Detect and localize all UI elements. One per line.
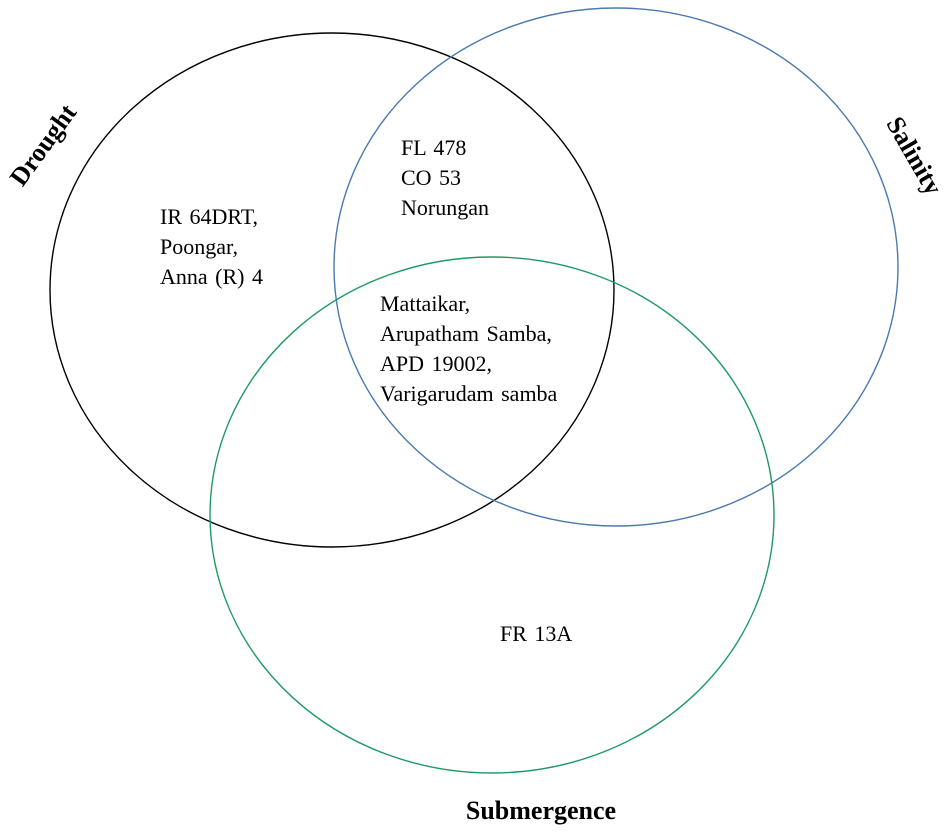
region-line: Arupatham Samba, (380, 321, 552, 346)
region-line: FR 13A (500, 621, 572, 646)
region-line: Norungan (401, 195, 489, 220)
region-line: FL 478 (401, 135, 466, 160)
region-line: Anna (R) 4 (160, 264, 263, 289)
salinity-label: Salinity (880, 112, 945, 200)
region-submergence-only: FR 13A (500, 621, 572, 646)
region-line: Poongar, (160, 234, 238, 259)
salinity-circle (333, 7, 899, 527)
region-line: IR 64DRT, (160, 204, 258, 229)
region-drought-salinity: FL 478 CO 53 Norungan (401, 135, 489, 220)
region-all-three: Mattaikar, Arupatham Samba, APD 19002, V… (380, 291, 559, 406)
region-line: Mattaikar, (380, 291, 470, 316)
region-line: APD 19002, (380, 351, 492, 376)
region-drought-only: IR 64DRT, Poongar, Anna (R) 4 (160, 204, 266, 289)
submergence-label: Submergence (466, 796, 616, 825)
region-line: Varigarudam samba (380, 381, 558, 406)
drought-circle (49, 32, 615, 548)
submergence-circle (209, 256, 775, 774)
region-line: CO 53 (401, 165, 461, 190)
drought-label: Drought (4, 98, 83, 191)
